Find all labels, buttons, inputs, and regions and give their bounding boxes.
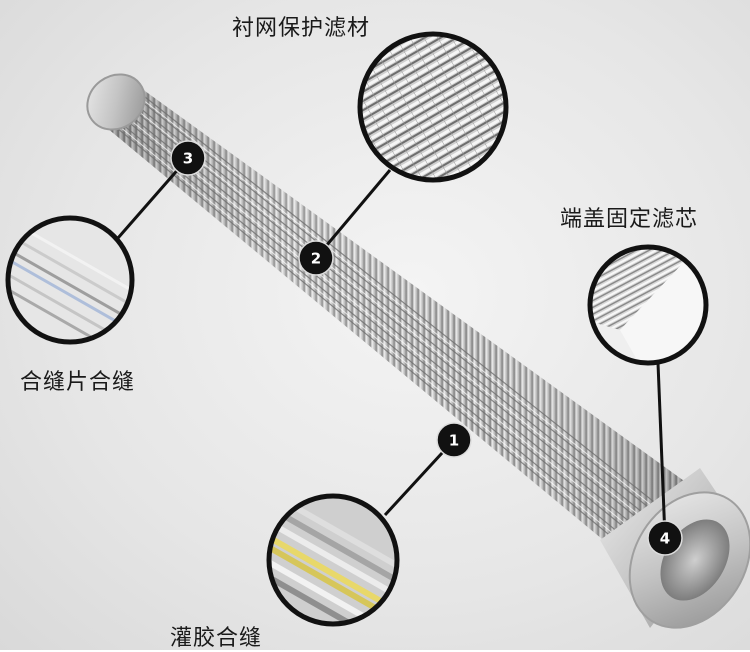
svg-text:3: 3	[183, 150, 193, 168]
label-seam-strip: 合缝片合缝	[20, 370, 136, 395]
badge-3: 3	[170, 140, 206, 176]
label-glue-seam: 灌胶合缝	[170, 626, 263, 651]
pleat-lines	[99, 88, 723, 606]
badge-4: 4	[647, 520, 683, 556]
zoom-circle-mesh	[357, 31, 509, 183]
svg-text:2: 2	[311, 250, 321, 268]
badge-2: 2	[298, 240, 334, 276]
zoom-circle-seam	[5, 215, 135, 345]
label-end-cap: 端盖固定滤芯	[560, 207, 699, 232]
svg-text:1: 1	[449, 432, 459, 450]
label-mesh-protection: 衬网保护滤材	[232, 16, 371, 41]
zoom-circle-endcap	[587, 244, 709, 366]
badge-1: 1	[436, 422, 472, 458]
svg-text:4: 4	[660, 530, 670, 548]
left-end-cap	[86, 73, 146, 131]
